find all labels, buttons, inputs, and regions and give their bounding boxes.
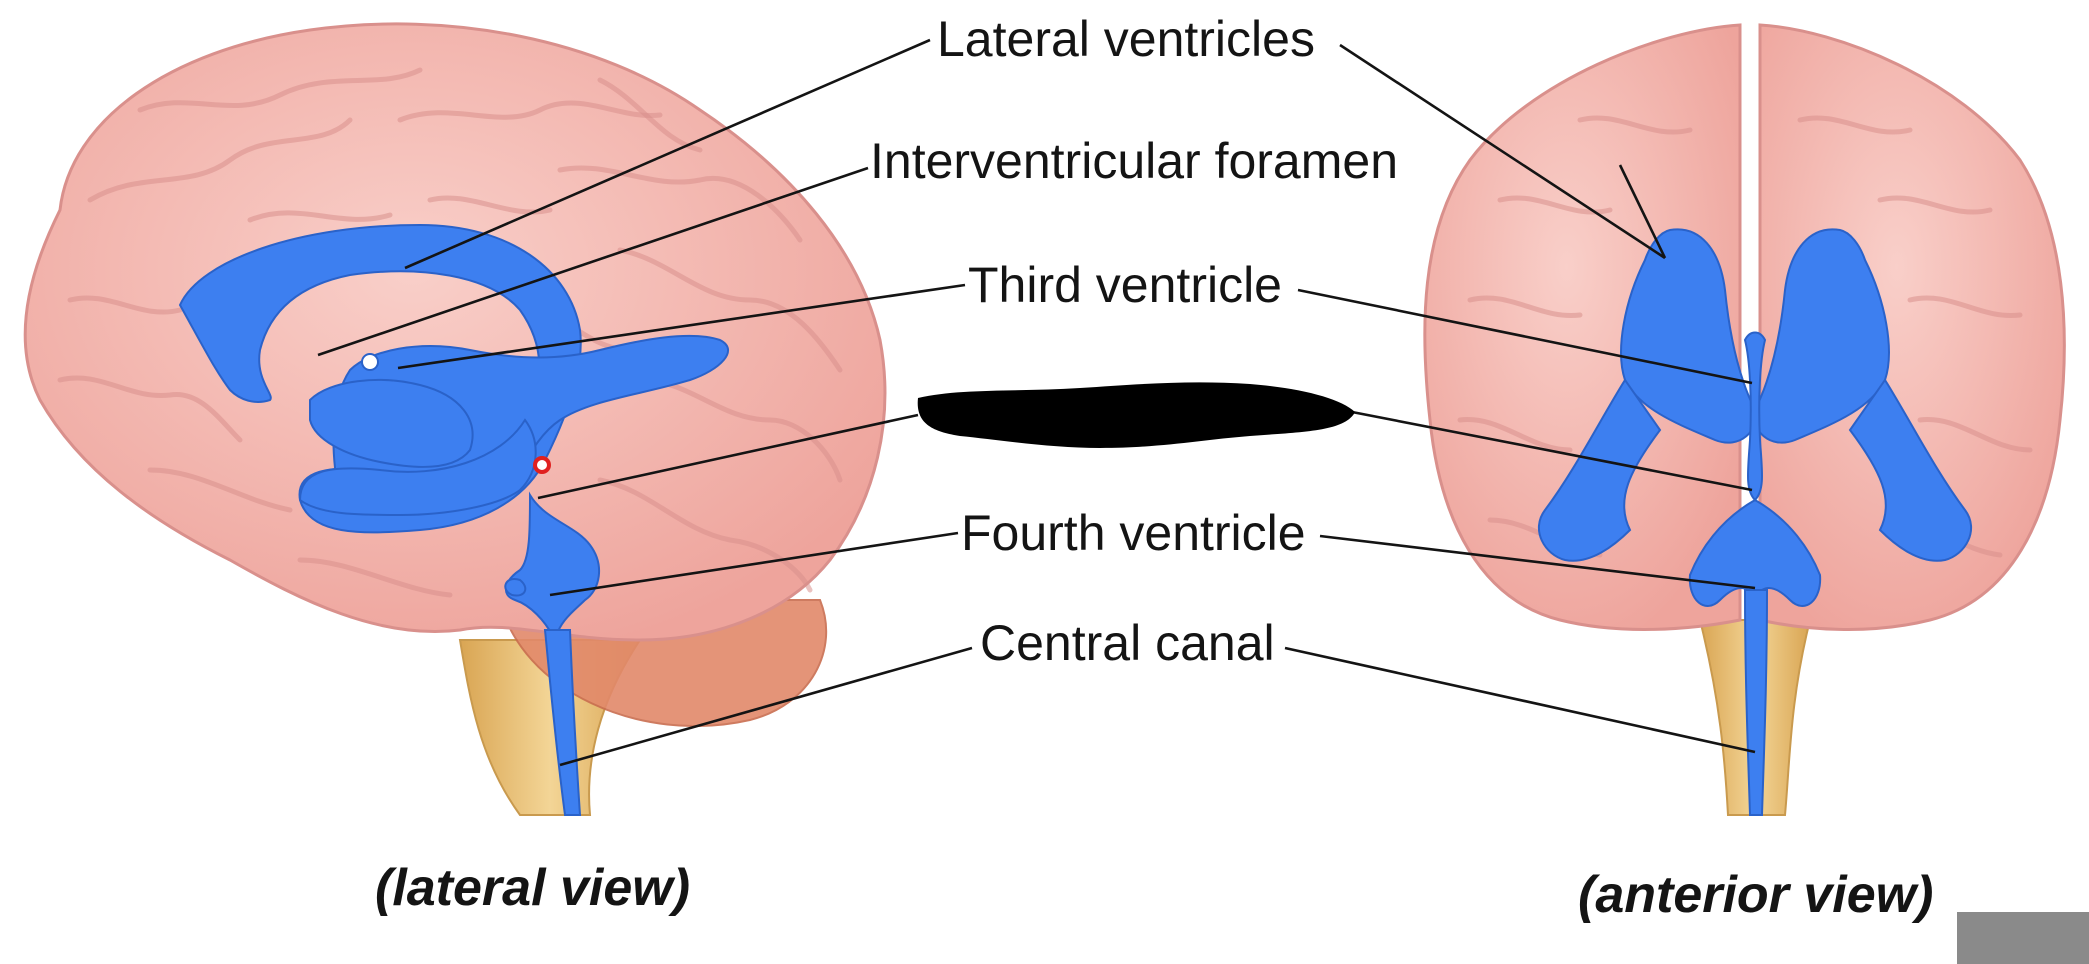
corner-gray-block [1957, 912, 2089, 964]
lateral-view-ventricles [178, 223, 730, 816]
leader-redacted-left [537, 413, 919, 500]
label-central-canal: Central canal [980, 615, 1275, 671]
central-canal-lateral-view [543, 629, 582, 816]
leader-interventricular-foramen [317, 166, 869, 357]
label-fourth-ventricle: Fourth ventricle [961, 505, 1306, 561]
third-ventricle-anterior [1743, 331, 1767, 502]
leader-lateral-ventricles-left [404, 38, 931, 270]
anterior-right-hemisphere [1758, 23, 2066, 631]
leader-central-canal-right [1284, 646, 1756, 754]
leader-central-canal-left [559, 646, 973, 767]
leader-redacted-right [1351, 410, 1753, 492]
label-lateral-ventricles: Lateral ventricles [937, 11, 1315, 67]
anterior-left-hemisphere [1423, 23, 1742, 631]
anterior-view-ventricles [1538, 228, 1972, 816]
red-marker-dot [533, 456, 551, 474]
third-ventricle-lateral-view [309, 379, 474, 468]
leader-third-ventricle-right [1297, 288, 1753, 385]
leader-lateral-ventricles-right [1339, 43, 1667, 260]
lateral-ventricle-tail-lateral-view [298, 418, 537, 517]
leader-fourth-ventricle-left [549, 531, 959, 597]
leader-fourth-ventricle-right [1319, 534, 1756, 590]
leader-lines [317, 38, 1756, 767]
lateral-cerebrum [23, 22, 887, 642]
redacted-label-scribble [917, 382, 1355, 448]
label-third-ventricle: Third ventricle [968, 257, 1282, 313]
right-ventricle-horn-anterior [1848, 378, 1972, 562]
caption-lateral-view: (lateral view) [375, 859, 690, 917]
lateral-view-brain [23, 22, 887, 816]
left-lateral-ventricle-anterior [1620, 228, 1757, 444]
leader-third-ventricle-left [397, 283, 966, 370]
right-lateral-ventricle-anterior [1753, 228, 1890, 444]
label-interventricular-foramen: Interventricular foramen [870, 133, 1398, 189]
anterior-view-brain [1423, 23, 2066, 816]
central-canal-anterior [1743, 589, 1769, 816]
caption-anterior-view: (anterior view) [1578, 866, 1933, 924]
